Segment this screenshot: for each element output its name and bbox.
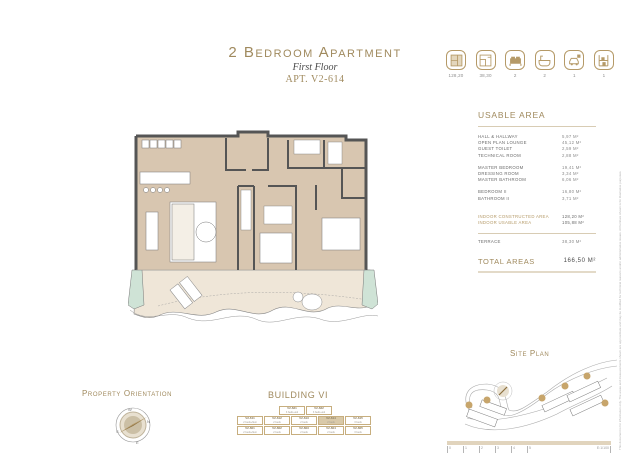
dining-table [145,211,159,251]
svg-text:E: E [136,440,139,445]
svg-text:S: S [116,429,119,434]
planter-left [128,269,145,310]
floor-plan [128,130,378,323]
property-orientation-heading: Property Orientation [82,389,173,398]
disclaimer-text: This document is for information only. T… [618,170,622,450]
parking-icon [564,50,585,70]
building-markers [465,372,609,409]
terrace [133,269,371,318]
summary-item-bathrooms: 2 [534,50,556,78]
planter-right [361,269,378,310]
summary-item-indoor-area: 128,20 [445,50,467,78]
terrace-plan-icon [475,50,496,70]
svg-text:W: W [128,407,132,412]
bed-master-bedroom [321,217,361,251]
bathtub-icon [534,50,555,70]
living-area [169,201,217,263]
storage-icon [593,50,614,70]
compass-icon: W N S E [115,407,151,445]
summary-item-parking: 1 [563,50,585,78]
floor-subtitle: First Floor [292,62,338,73]
building-heading: BUILDING VI [268,390,329,400]
map-scale: 0 1 2 3 4 5 E:1/100 [447,441,611,455]
svg-text:N: N [147,419,150,424]
bed-icon [505,50,526,70]
side-table [292,291,304,303]
site-plan-heading: Site Plan [510,349,550,358]
site-plan-map [464,359,617,431]
page-title: 2 Bedroom Apartment [228,44,402,61]
summary-item-storage: 1 [593,50,615,78]
round-sofa [301,293,323,311]
total-areas-row: TOTAL AREAS 166,50 M² [478,257,596,274]
compass-icon [493,381,513,401]
scale-bar [447,441,611,445]
apartment-code: APT. V2-614 [285,74,345,85]
usable-area-heading: USABLE AREA [478,110,596,127]
summary-item-terrace-area: 38,30 [475,50,497,78]
bed-bedroom-2 [259,232,293,264]
divider [478,233,596,235]
floor-plan-icon [446,50,466,70]
summary-item-bedrooms: 2 [504,50,526,78]
kitchen [139,139,191,193]
summary-icons: 128,20 38,30 2 2 1 1 [445,50,615,78]
sun-loungers [169,276,203,310]
